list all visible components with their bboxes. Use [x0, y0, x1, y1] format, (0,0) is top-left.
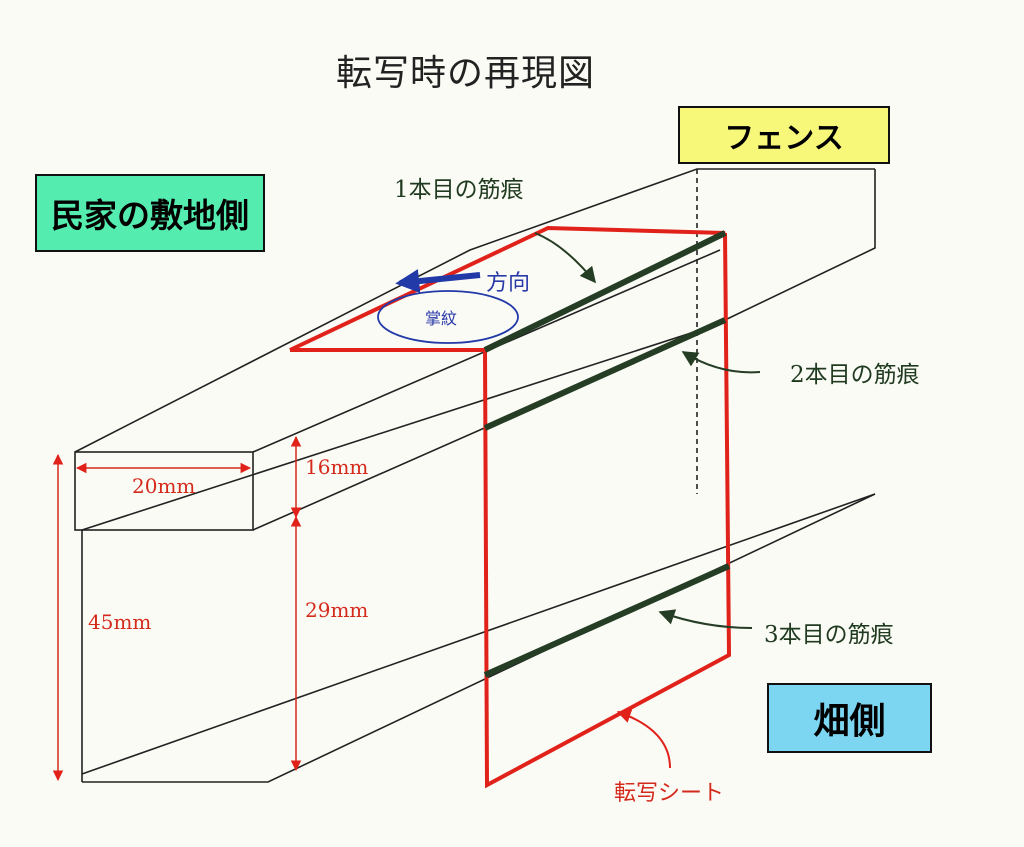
- dim-top-height-label: 16mm: [305, 455, 369, 479]
- scratch-mark-1: [483, 230, 727, 353]
- dim-width-label: 20mm: [132, 474, 196, 498]
- dim-total-height-label: 45mm: [88, 610, 152, 634]
- field-side-label: 畑側: [767, 683, 932, 753]
- leader-arrow-3: [658, 609, 753, 629]
- scratch-mark-3-label: 3本目の筋痕: [764, 622, 894, 648]
- web-line: [81, 321, 726, 531]
- scratch-marks: [483, 230, 731, 678]
- direction-indicator: [377, 269, 519, 344]
- base-front-edge: [82, 493, 876, 783]
- transfer-sheet-arrow: [616, 709, 671, 769]
- dimension-lines: [52, 435, 302, 782]
- palm-print-label: 掌紋: [425, 309, 458, 328]
- rail-far-end: [724, 169, 876, 321]
- direction-arrow: [395, 269, 481, 294]
- scratch-mark-2: [483, 317, 727, 431]
- base-back-edge: [81, 493, 876, 775]
- rail-front-face: [74, 451, 254, 531]
- leader-arrows: [534, 232, 761, 629]
- leader-arrow-2: [681, 351, 761, 374]
- fence-label: フェンス: [678, 106, 890, 164]
- dim-bottom-height-label: 29mm: [305, 598, 369, 622]
- leader-arrow-1: [534, 232, 597, 284]
- palm-print-ellipse: [377, 290, 519, 344]
- scratch-mark-2-label: 2本目の筋痕: [790, 362, 920, 388]
- scratch-mark-1-label: 1本目の筋痕: [394, 177, 524, 203]
- direction-label: 方向: [486, 271, 531, 296]
- residence-side-label: 民家の敷地側: [35, 174, 265, 252]
- diagram-title: 転写時の再現図: [336, 53, 596, 94]
- rail-top-back-edge: [74, 168, 875, 453]
- transfer-sheet-label: 転写シート: [614, 781, 725, 806]
- sheet-side-face: [483, 232, 732, 789]
- transfer-sheet: [289, 225, 732, 789]
- scratch-mark-3: [483, 563, 731, 678]
